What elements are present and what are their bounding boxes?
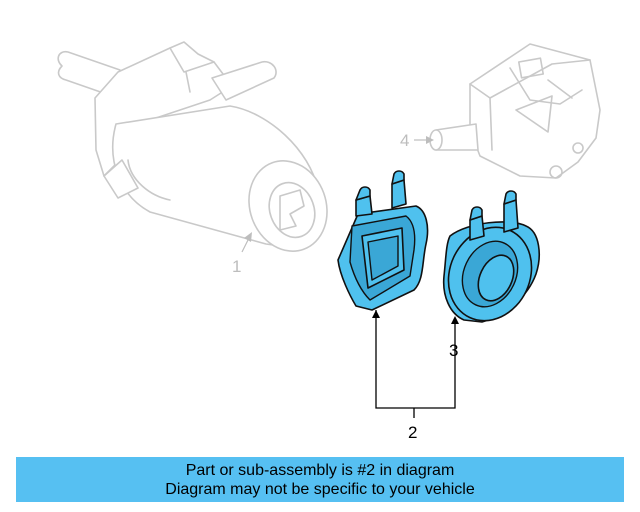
callout-2[interactable]: 2 — [408, 423, 417, 442]
callout-1: 1 — [232, 257, 241, 276]
callout-3[interactable]: 3 — [449, 341, 458, 360]
info-banner: Part or sub-assembly is #2 in diagram Di… — [16, 457, 624, 502]
part-2-terminals — [355, 170, 407, 217]
callout-4: 4 — [400, 131, 409, 150]
part-3-terminals — [469, 190, 519, 241]
banner-line-1: Part or sub-assembly is #2 in diagram — [185, 462, 455, 479]
part-2-sensor[interactable] — [337, 170, 429, 311]
parts-diagram: 1 2 3 4 — [57, 41, 601, 442]
banner-line-2: Diagram may not be specific to your vehi… — [165, 481, 475, 498]
leader-lines — [241, 136, 459, 418]
part-3-ring-sensor[interactable] — [433, 190, 546, 334]
ghost-part-column — [57, 41, 328, 252]
ghost-part-bracket — [429, 43, 601, 179]
